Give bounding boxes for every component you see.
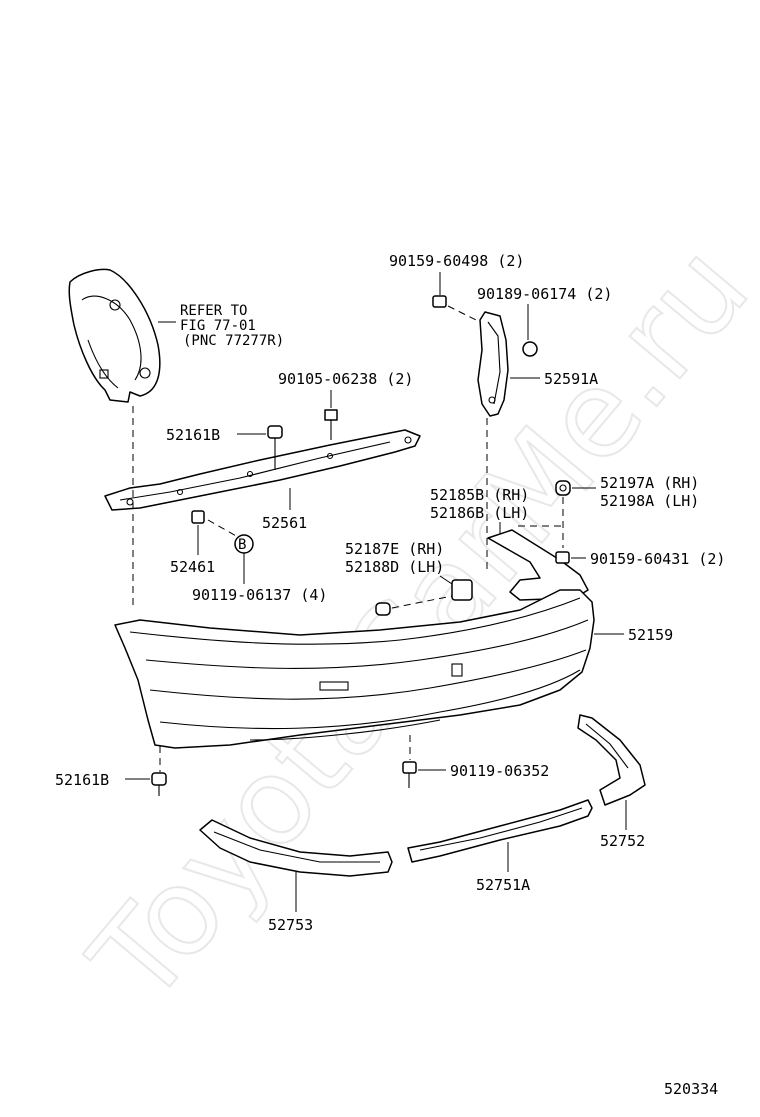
clip-52197a — [555, 480, 571, 496]
bolt-90105-06238 — [324, 409, 338, 440]
label-52159: 52159 — [628, 626, 673, 644]
label-52561: 52561 — [262, 514, 307, 532]
label-52161b-bottom: 52161B — [55, 771, 109, 789]
label-52188d: 52188D (LH) — [345, 558, 444, 576]
label-52751a: 52751A — [476, 876, 530, 894]
molding-52752 — [577, 714, 646, 806]
molding-52753 — [199, 819, 393, 877]
nut-90189-06174 — [522, 341, 538, 357]
label-90189-06174: 90189-06174 (2) — [477, 285, 612, 303]
label-52186b: 52186B (LH) — [430, 504, 529, 522]
screw-90159-60431 — [555, 551, 570, 564]
refer-line3: (PNC 77277R) — [183, 333, 284, 349]
marker-b-text: B — [238, 537, 246, 553]
bumper-cover-52159 — [114, 589, 595, 749]
retainer-52461 — [191, 510, 205, 524]
label-52187e: 52187E (RH) — [345, 540, 444, 558]
label-52185b: 52185B (RH) — [430, 486, 529, 504]
clip-52161b-bottom — [151, 772, 167, 796]
figure-code: 520334 — [664, 1080, 718, 1098]
label-52591a: 52591A — [544, 370, 598, 388]
reinforcement-part — [104, 429, 421, 511]
label-90119-06137: 90119-06137 (4) — [192, 586, 327, 604]
label-52752: 52752 — [600, 832, 645, 850]
label-90159-60498: 90159-60498 (2) — [389, 252, 524, 270]
molding-52751a — [407, 799, 593, 863]
label-52161b-top: 52161B — [166, 426, 220, 444]
label-52753: 52753 — [268, 916, 313, 934]
clip-52161b-top — [267, 425, 283, 470]
label-90119-06352: 90119-06352 — [450, 762, 549, 780]
label-52461: 52461 — [170, 558, 215, 576]
label-90159-60431: 90159-60431 (2) — [590, 550, 725, 568]
retainer-52187e — [451, 579, 473, 601]
label-90105-06238: 90105-06238 (2) — [278, 370, 413, 388]
refer-line1: REFER TO — [180, 303, 247, 319]
screw-90159-60498 — [432, 295, 447, 308]
refer-line2: FIG 77-01 — [180, 318, 256, 334]
clip-small-52187e — [375, 602, 391, 616]
bracket-52591a — [477, 311, 509, 417]
bolt-90119-06352 — [402, 761, 417, 788]
label-52198a: 52198A (LH) — [600, 492, 699, 510]
label-52197a: 52197A (RH) — [600, 474, 699, 492]
mudguard-part — [68, 268, 161, 403]
